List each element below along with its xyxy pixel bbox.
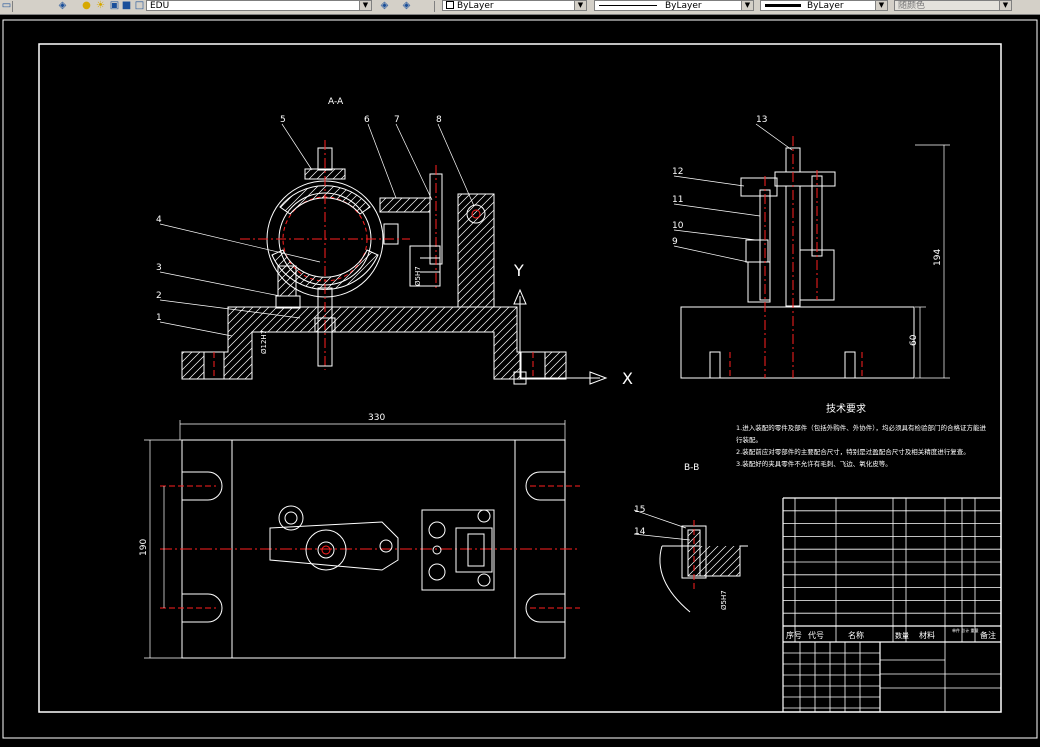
lineweight-value: ByLayer: [807, 1, 844, 11]
section-bb-view: [633, 509, 748, 613]
tech-note-2: 2.装配前应对零部件的主要配合尺寸，特别是过盈配合尺寸及相关精度进行复查。: [736, 447, 970, 456]
linetype-dropdown[interactable]: ByLayer ▼: [594, 0, 754, 11]
dim-base: 60: [909, 334, 919, 346]
plotstyle-dropdown[interactable]: 随颜色 ▼: [894, 0, 1012, 11]
layer-lock-icon[interactable]: ▣: [109, 0, 120, 11]
part-label-15: 15: [634, 505, 645, 515]
chevron-down-icon[interactable]: ▼: [999, 1, 1011, 10]
ucs-y-label: Y: [513, 261, 524, 280]
layer-properties-icon[interactable]: ▭: [1, 0, 12, 11]
part-label-12: 12: [672, 167, 683, 177]
bom-header-material: 材料: [919, 630, 935, 640]
layer-freeze-sun-icon[interactable]: ☀: [96, 0, 105, 11]
part-label-5: 5: [280, 115, 286, 125]
section-aa-view: [159, 123, 567, 380]
make-layer-current-icon[interactable]: ◈: [380, 0, 389, 11]
dim-width: 330: [368, 413, 385, 423]
toolbar-separator: [434, 1, 435, 12]
bom-header-no: 序号: [786, 630, 802, 640]
bom-header-qty: 数量: [895, 631, 909, 640]
layer-plot-icon[interactable]: ■: [121, 0, 132, 11]
cad-drawing[interactable]: X Y A-A 5 6 7 8 4 3 2 1 Ø12H7 Ø5H7: [0, 15, 1040, 743]
color-square-icon: [446, 1, 454, 9]
properties-toolbar: ▭ ◈ ● ☀ ▣ ■ □ EDU ▼ ◈ ◈ ByLayer ▼ ByLaye…: [0, 0, 1040, 15]
layer-on-bulb-icon[interactable]: ●: [82, 0, 91, 11]
lineweight-preview: [765, 4, 801, 7]
linetype-value: ByLayer: [665, 1, 702, 11]
lineweight-dropdown[interactable]: ByLayer ▼: [760, 0, 888, 11]
tech-requirements-title: 技术要求: [826, 402, 866, 415]
part-label-6: 6: [364, 115, 370, 125]
tech-note-1: 1.进入装配的零件及部件（包括外购件、外协件），均必须具有检验部门的合格证方能进: [736, 423, 986, 432]
dim-fit-aa: Ø5H7: [414, 266, 422, 286]
drawing-canvas[interactable]: X Y A-A 5 6 7 8 4 3 2 1 Ø12H7 Ø5H7: [0, 15, 1040, 743]
plotstyle-value: 随颜色: [898, 1, 926, 11]
ucs-icon: [513, 288, 608, 385]
dim-bore: Ø12H7: [260, 330, 268, 354]
toolbar-separator: [12, 1, 13, 12]
dim-fit-bb: Ø5H7: [720, 590, 728, 610]
top-view: [144, 420, 580, 659]
layer-name: EDU: [150, 1, 170, 11]
bom-header-weight: 单件 总计 重量: [952, 627, 979, 633]
tech-note-1-cont: 行装配。: [736, 435, 762, 444]
sheet-outer-border: [2, 19, 1038, 739]
bill-of-materials: [782, 497, 1001, 712]
sheet-inner-border: [38, 43, 1002, 713]
dim-depth: 190: [139, 539, 149, 556]
part-label-1: 1: [156, 313, 162, 323]
part-label-7: 7: [394, 115, 400, 125]
section-aa-title: A-A: [328, 97, 344, 107]
linetype-preview: [599, 5, 657, 6]
part-label-11: 11: [672, 195, 683, 205]
chevron-down-icon[interactable]: ▼: [875, 1, 887, 10]
section-bb-title: B-B: [684, 463, 699, 473]
dim-height: 194: [933, 249, 943, 266]
part-label-8: 8: [436, 115, 442, 125]
bom-header-code: 代号: [808, 630, 824, 640]
chevron-down-icon[interactable]: ▼: [741, 1, 753, 10]
layer-color-swatch-icon[interactable]: □: [134, 0, 145, 11]
color-dropdown[interactable]: ByLayer ▼: [442, 0, 587, 11]
part-label-4: 4: [156, 215, 162, 225]
part-label-13: 13: [756, 115, 767, 125]
color-value: ByLayer: [457, 1, 494, 11]
part-label-14: 14: [634, 527, 646, 537]
bom-header-remark: 备注: [980, 630, 996, 640]
layer-dropdown[interactable]: EDU ▼: [146, 0, 372, 11]
part-label-10: 10: [672, 221, 684, 231]
side-view: [673, 123, 950, 379]
layer-previous-icon[interactable]: ◈: [402, 0, 411, 11]
ucs-x-label: X: [622, 369, 633, 388]
part-label-2: 2: [156, 291, 162, 301]
part-label-9: 9: [672, 237, 678, 247]
chevron-down-icon[interactable]: ▼: [574, 1, 586, 10]
chevron-down-icon[interactable]: ▼: [359, 1, 371, 10]
bom-header-name: 名称: [848, 630, 864, 640]
part-label-3: 3: [156, 263, 162, 273]
tech-note-3: 3.装配好的夹具零件不允许有毛刺、飞边、氧化皮等。: [736, 459, 892, 468]
layer-stack-icon[interactable]: ◈: [58, 0, 67, 11]
